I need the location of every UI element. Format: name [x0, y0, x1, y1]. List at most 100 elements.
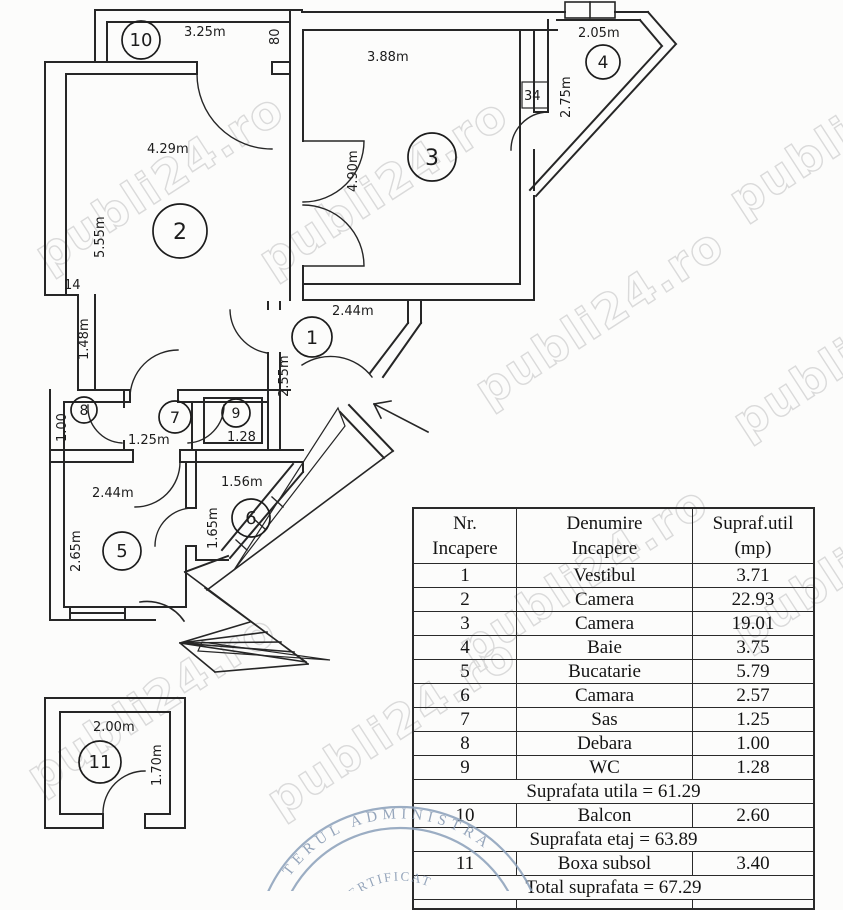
header-text: Incapere	[432, 538, 498, 559]
cell-nr: 7	[460, 709, 470, 730]
room-1-number: 1	[306, 327, 318, 349]
cell-name: Boxa subsol	[516, 852, 692, 875]
room-2-number: 2	[173, 220, 187, 245]
table-partial-row	[414, 899, 813, 908]
cell-name: Baie	[516, 636, 692, 659]
watermark: publi24.ro	[465, 216, 734, 417]
room-2-circle	[152, 203, 208, 259]
floor-plan: publi24.ro publi24.ro publi24.ro publi24…	[16, 1, 843, 829]
dim-room4-height: 2.75m	[559, 76, 574, 118]
cell-empty	[414, 900, 516, 908]
room-8-circle	[70, 396, 98, 424]
cell-name: Balcon	[516, 804, 692, 827]
cell-nr: 4	[460, 637, 470, 658]
cell-area: 1.00	[692, 732, 813, 755]
table-header-row: Nr. Incapere Denumire Incapere Supraf.ut…	[414, 509, 813, 563]
cell-nr: 9	[460, 757, 470, 778]
table-row-balcon: 10 Balcon 2.60	[414, 803, 813, 827]
cell-nr: 1	[460, 565, 470, 586]
table-row: 8 Debara 1.00	[414, 731, 813, 755]
room-7-circle	[158, 400, 192, 434]
room-6-circle	[231, 498, 271, 538]
room-5-circle	[102, 531, 142, 571]
room-8-number: 8	[80, 403, 89, 419]
cell-empty	[516, 900, 692, 908]
header-text: Supraf.util	[712, 513, 794, 534]
table-row: 9 WC 1.28	[414, 755, 813, 779]
cell-area: 2.60	[692, 804, 813, 827]
balcony-walls	[44, 9, 303, 150]
table-row: 4 Baie 3.75	[414, 635, 813, 659]
room-9-number: 9	[232, 406, 241, 422]
cell-area: 5.79	[692, 660, 813, 683]
cell-nr: 2	[460, 589, 470, 610]
room-9-circle	[221, 398, 251, 428]
stair-arrow-mark	[197, 641, 331, 661]
dim-room2-width: 4.29m	[147, 142, 189, 157]
summary-row-total: Total suprafata = 67.29	[414, 875, 813, 899]
room-1-circle	[291, 316, 333, 358]
cell-area: 22.93	[692, 588, 813, 611]
staircase	[139, 449, 395, 674]
dim-room9-width: 1.28	[227, 430, 256, 445]
room3-room4-walls	[301, 1, 678, 301]
summary-text: Suprafata etaj = 63.89	[529, 829, 698, 850]
cell-area: 1.25	[692, 708, 813, 731]
dim-balcony-width: 3.25m	[184, 25, 226, 40]
room2-walls	[44, 61, 291, 621]
header-nr-incapere: Nr. Incapere	[414, 509, 516, 563]
cell-area: 3.75	[692, 636, 813, 659]
dim-room6-width: 1.56m	[221, 475, 263, 490]
dim-room11-height: 1.70m	[150, 744, 165, 786]
dim-wall-34: 34	[524, 89, 541, 104]
room-number-circles	[70, 20, 621, 784]
room-4-number: 4	[598, 53, 609, 73]
cell-nr: 6	[460, 685, 470, 706]
cell-area: 3.40	[692, 852, 813, 875]
dim-room3-height: 4.90m	[346, 150, 361, 192]
entrance-arrow	[372, 400, 430, 434]
cell-nr: 3	[460, 613, 470, 634]
cell-nr: 10	[455, 805, 475, 826]
dim-room8-height: 1.00	[55, 413, 70, 442]
dim-room1-height: 2.55m	[277, 355, 292, 397]
summary-row-suprafata-etaj: Suprafata etaj = 63.89	[414, 827, 813, 851]
dim-room5-height: 2.65m	[69, 530, 84, 572]
cell-name: Camera	[516, 612, 692, 635]
header-denumire-incapere: Denumire Incapere	[516, 509, 692, 563]
room-3-circle	[407, 132, 457, 182]
cell-area: 3.71	[692, 564, 813, 587]
cell-area: 1.28	[692, 756, 813, 779]
scanned-floor-plan-page: { "watermark_text": "publi24.ro", "plan"…	[15, 1, 843, 910]
header-text: Incapere	[571, 538, 638, 559]
cell-name: Camara	[516, 684, 692, 707]
room-4-circle	[585, 44, 621, 80]
rooms-8-7-9-walls	[49, 389, 304, 508]
vestibule-walls	[229, 299, 430, 571]
dim-room6-height: 1.65m	[206, 507, 221, 549]
room-3-number: 3	[425, 146, 439, 171]
room-6-number: 6	[245, 508, 256, 529]
room-10-circle	[121, 20, 161, 60]
header-text: Denumire	[566, 513, 643, 534]
room-11-circle	[78, 740, 122, 784]
table-row: 6 Camara 2.57	[414, 683, 813, 707]
dim-room5-width: 2.44m	[92, 486, 134, 501]
cell-area: 2.57	[692, 684, 813, 707]
kitchen-camara-walls	[49, 449, 305, 621]
table-row-boxa: 11 Boxa subsol 3.40	[414, 851, 813, 875]
watermark: publi24.ro	[723, 248, 843, 449]
cell-area: 19.01	[692, 612, 813, 635]
header-text: Nr.	[453, 513, 477, 534]
cell-name: Camera	[516, 588, 692, 611]
dim-room11-width: 2.00m	[93, 720, 135, 735]
cell-nr: 8	[460, 733, 470, 754]
area-table: Nr. Incapere Denumire Incapere Supraf.ut…	[412, 507, 815, 910]
table-row: 1 Vestibul 3.71	[414, 563, 813, 587]
dim-room3-width: 3.88m	[367, 50, 409, 65]
summary-row-suprafata-utila: Suprafata utila = 61.29	[414, 779, 813, 803]
summary-text: Total suprafata = 67.29	[525, 877, 702, 898]
watermark: publi24.ro	[719, 26, 843, 227]
table-row: 3 Camera 19.01	[414, 611, 813, 635]
dim-wall-14: 14	[64, 278, 81, 293]
